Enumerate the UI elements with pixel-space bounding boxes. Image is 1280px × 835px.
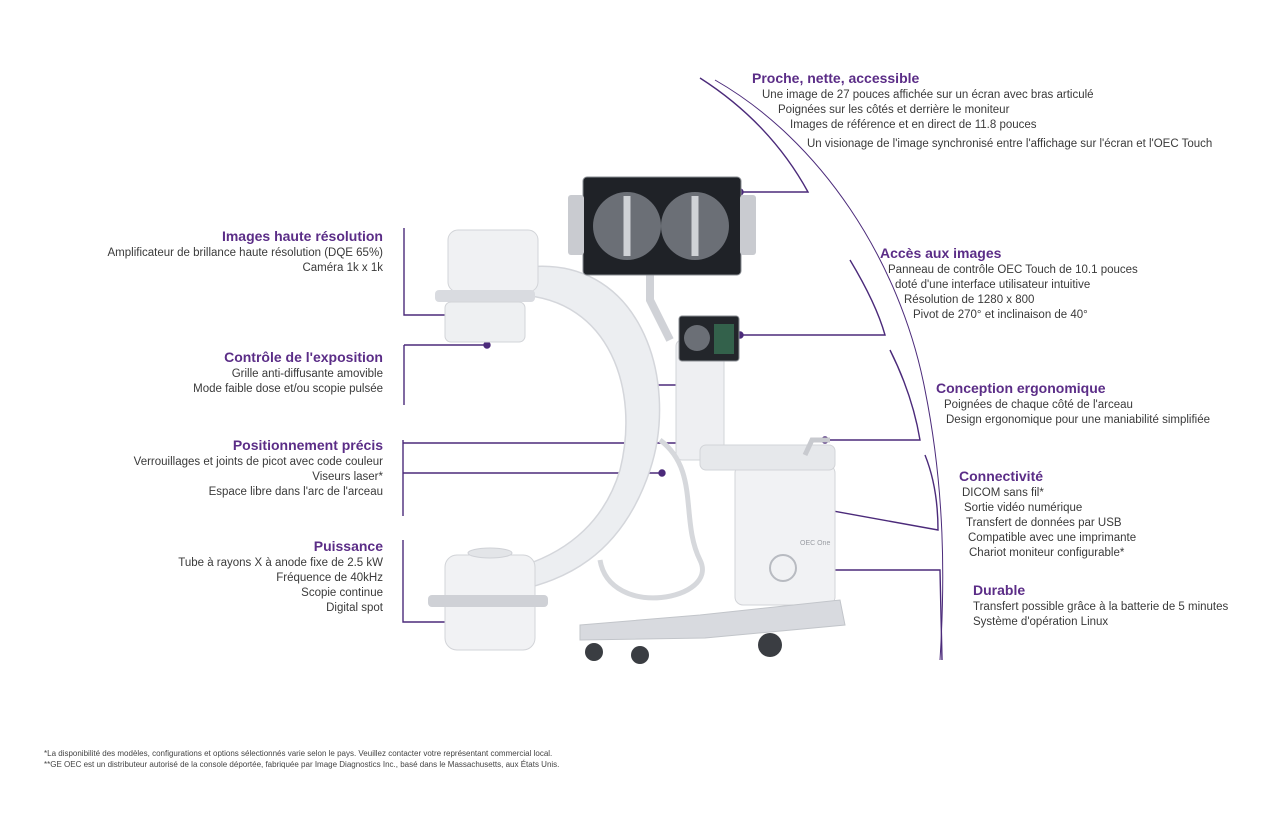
feature-line: doté d'une interface utilisateur intuiti… — [895, 279, 1091, 291]
leader-conception — [825, 349, 921, 441]
feature-line: Grille anti-diffusante amovible — [231, 368, 383, 380]
feature-line: Transfert de données par USB — [966, 517, 1122, 529]
wheel — [631, 646, 649, 664]
leader-exposition — [403, 344, 487, 405]
feature-line: Digital spot — [326, 602, 383, 614]
feature-positionnement: Positionnement précis Verrouillages et j… — [134, 437, 383, 500]
feature-line: Un visionage de l'image synchronisé entr… — [807, 138, 1213, 150]
feature-line: Verrouillages et joints de picot avec co… — [133, 456, 383, 468]
outer-arc — [714, 79, 944, 661]
image-intensifier — [447, 229, 539, 293]
feature-durable: Durable Transfert possible grâce à la ba… — [973, 582, 1228, 630]
feature-line: Tube à rayons X à anode fixe de 2.5 kW — [178, 557, 383, 569]
feature-line: Chariot moniteur configurable* — [969, 547, 1125, 559]
feature-line: Transfert possible grâce à la batterie d… — [973, 601, 1229, 613]
feature-proche: Proche, nette, accessible Une image de 2… — [752, 70, 1212, 152]
feature-line: Amplificateur de brillance haute résolut… — [107, 247, 384, 259]
cart-base — [579, 599, 846, 641]
feature-title: Contrôle de l'exposition — [224, 349, 383, 365]
feature-acces: Accès aux images Panneau de contrôle OEC… — [880, 245, 1138, 323]
feature-line: Compatible avec une imprimante — [968, 532, 1137, 544]
device-brand-label: OEC One — [800, 540, 830, 547]
feature-line: Poignées sur les côtés et derrière le mo… — [778, 104, 1010, 116]
wheel — [758, 633, 782, 657]
feature-images: Images haute résolution Amplificateur de… — [108, 228, 384, 276]
footnote-1: *La disponibilité des modèles, configura… — [44, 749, 553, 758]
ge-logo-icon — [769, 554, 797, 582]
feature-line: Fréquence de 40kHz — [276, 572, 383, 584]
feature-line: Sortie vidéo numérique — [964, 502, 1083, 514]
feature-title: Connectivité — [959, 468, 1044, 484]
feature-line: Images de référence et en direct de 11.8… — [790, 119, 1037, 131]
feature-title: Accès aux images — [880, 245, 1002, 261]
feature-line: Scopie continue — [301, 587, 383, 599]
feature-line: DICOM sans fil* — [962, 487, 1044, 499]
feature-line: Caméra 1k x 1k — [302, 262, 383, 274]
feature-line: Système d'opération Linux — [973, 616, 1109, 628]
c-arm — [519, 265, 661, 592]
feature-line: Une image de 27 pouces affichée sur un é… — [762, 89, 1094, 101]
feature-line: Viseurs laser* — [312, 471, 383, 483]
footnote-2: **GE OEC est un distributeur autorisé de… — [44, 760, 560, 769]
cart-body — [734, 464, 836, 606]
feature-line: Espace libre dans l'arc de l'arceau — [208, 486, 383, 498]
feature-line: Pivot de 270° et inclinaison de 40° — [913, 309, 1088, 321]
feature-line: Design ergonomique pour une maniabilité … — [946, 414, 1211, 426]
feature-title: Conception ergonomique — [936, 380, 1106, 396]
feature-line: Résolution de 1280 x 800 — [904, 294, 1035, 306]
feature-title: Proche, nette, accessible — [752, 70, 920, 86]
feature-title: Positionnement précis — [232, 437, 383, 453]
c-arm-device: OEC One — [428, 176, 846, 664]
leader-durable — [810, 569, 943, 661]
feature-title: Durable — [973, 582, 1026, 598]
feature-exposition: Contrôle de l'exposition Grille anti-dif… — [193, 349, 383, 397]
leader-acces — [740, 259, 886, 336]
leader-proche — [699, 77, 810, 193]
wheel — [585, 643, 603, 661]
leader-connectivite — [799, 454, 939, 531]
feature-connectivite: Connectivité DICOM sans fil* Sortie vidé… — [959, 468, 1136, 561]
feature-title: Puissance — [313, 538, 383, 554]
leader-images — [403, 228, 452, 316]
feature-conception: Conception ergonomique Poignées de chaqu… — [936, 380, 1210, 428]
feature-line: Panneau de contrôle OEC Touch de 10.1 po… — [888, 264, 1138, 276]
feature-title: Images haute résolution — [221, 228, 383, 244]
feature-line: Mode faible dose et/ou scopie pulsée — [193, 383, 383, 395]
feature-puissance: Puissance Tube à rayons X à anode fixe d… — [178, 538, 383, 616]
feature-line: Poignées de chaque côté de l'arceau — [944, 399, 1133, 411]
